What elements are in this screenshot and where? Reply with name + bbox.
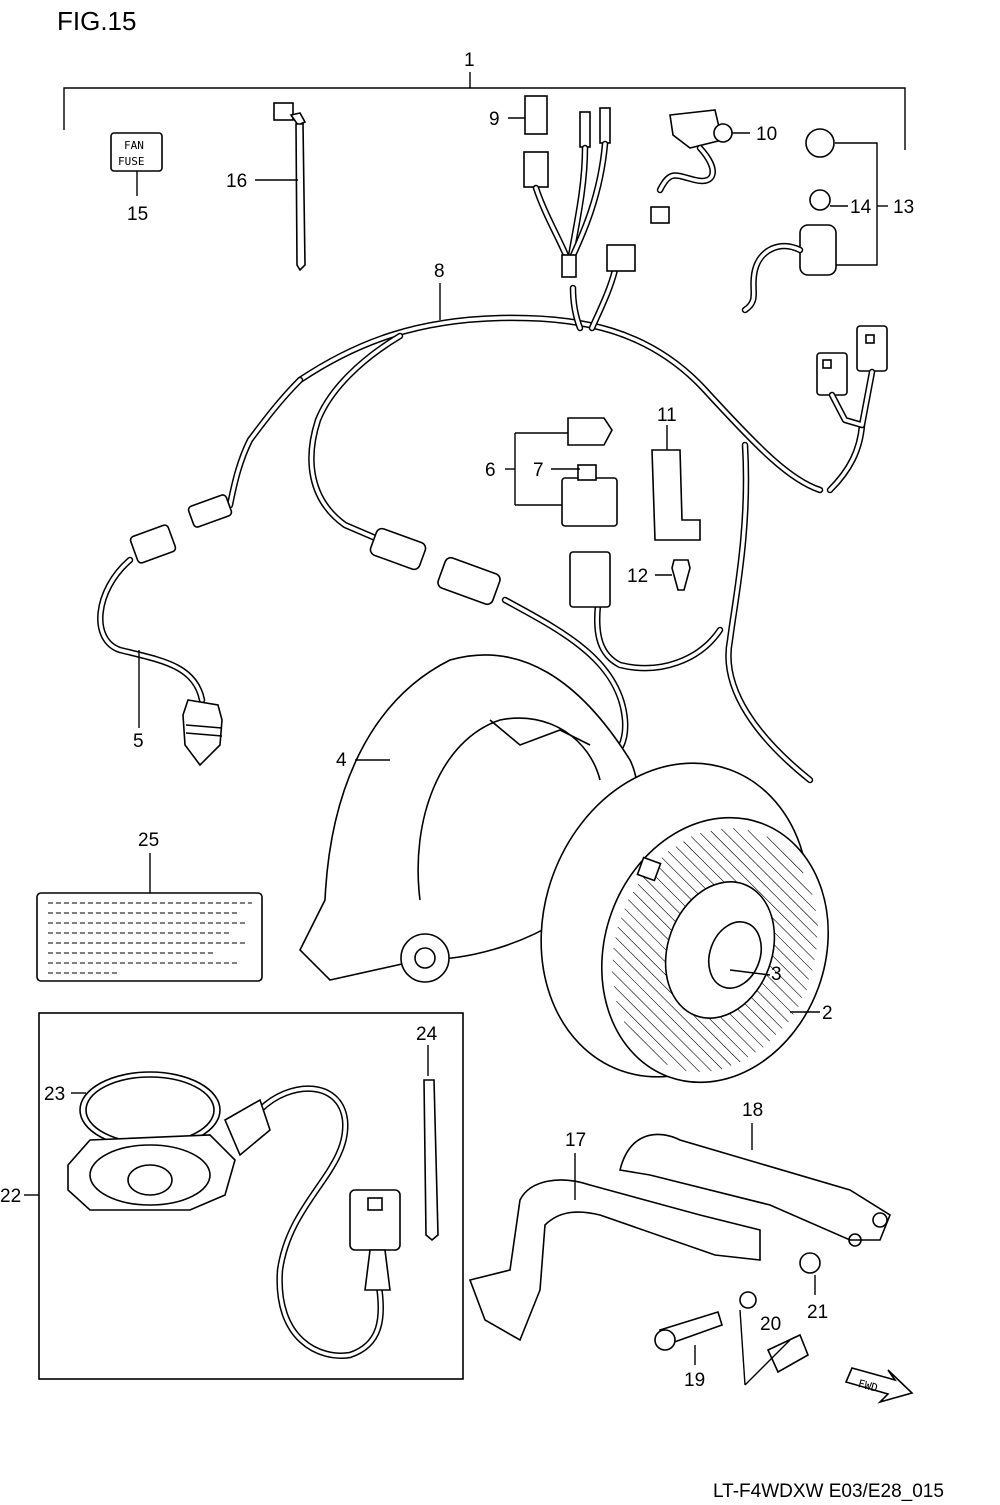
assembly-bracket-1	[63, 72, 906, 150]
callout-2: 2	[822, 1003, 833, 1024]
callout-1: 1	[464, 50, 475, 71]
caution-label	[36, 853, 263, 982]
callout-13: 13	[893, 197, 914, 218]
callout-11: 11	[657, 405, 677, 426]
grille-hatch-line	[732, 827, 817, 912]
fan-relay	[505, 417, 618, 608]
callout-9: 9	[489, 109, 500, 130]
callout-21: 21	[807, 1302, 828, 1323]
callout-23: 23	[44, 1084, 65, 1105]
callout-numbers: 1 2 3 4 5 6 7 8 9 10 11 12 13 14 15 16 1…	[0, 50, 914, 1391]
callout-8: 8	[434, 261, 445, 282]
fwd-arrow-label: FWD	[857, 1377, 880, 1395]
grille-hatch-line	[766, 836, 804, 874]
relay-bracket	[651, 425, 701, 591]
grille-hatch-line	[613, 986, 700, 1073]
callout-10: 10	[756, 124, 777, 145]
grille-hatch-line	[747, 830, 813, 895]
fan-switch-10	[650, 109, 750, 224]
grille-hatch-line	[623, 1021, 668, 1066]
callout-12: 12	[627, 566, 648, 587]
callout-25: 25	[138, 830, 159, 851]
callout-22: 22	[0, 1186, 21, 1207]
grille-hatch-line	[611, 971, 712, 1072]
fuse-9	[508, 95, 636, 278]
cable-tie-16	[255, 102, 307, 272]
thermo-kit-box	[24, 1012, 464, 1380]
thermo-switch-assembly	[97, 494, 233, 767]
callout-7: 7	[533, 460, 544, 481]
callout-14: 14	[850, 197, 872, 218]
callout-5: 5	[133, 731, 144, 752]
fan-fuse-label: FAN FUSE	[110, 132, 163, 196]
callout-16: 16	[226, 171, 247, 192]
fan-stays	[468, 1123, 891, 1386]
grille-hatch-line	[613, 947, 732, 1066]
figure-title: FIG.15	[57, 6, 136, 36]
indicator-assembly	[741, 128, 888, 314]
cooling-fan-motor	[540, 762, 830, 1084]
grille-hatch-line	[721, 828, 819, 926]
callout-3: 3	[771, 964, 782, 985]
callout-17: 17	[565, 1130, 586, 1151]
callout-18: 18	[742, 1100, 763, 1121]
callout-24: 24	[416, 1024, 438, 1045]
grille-hatch-line	[700, 832, 817, 950]
grille-hatch-line	[710, 830, 818, 938]
fwd-arrow: FWD	[844, 1367, 914, 1404]
fuse-label-line1: FAN	[124, 139, 144, 152]
grille-hatch-line	[612, 959, 723, 1070]
harness-connectors-top-right	[816, 325, 888, 429]
grille-hatch-line	[616, 1000, 687, 1072]
footer-drawing-code: LT-F4WDXW E03/E28_015	[713, 1481, 944, 1502]
callout-6: 6	[485, 460, 496, 481]
main-wiring-harness	[226, 266, 866, 784]
callout-20: 20	[760, 1314, 781, 1335]
callout-4: 4	[336, 750, 347, 771]
callout-19: 19	[684, 1370, 705, 1391]
fuse-label-line2: FUSE	[118, 155, 145, 168]
callout-15: 15	[127, 204, 148, 225]
